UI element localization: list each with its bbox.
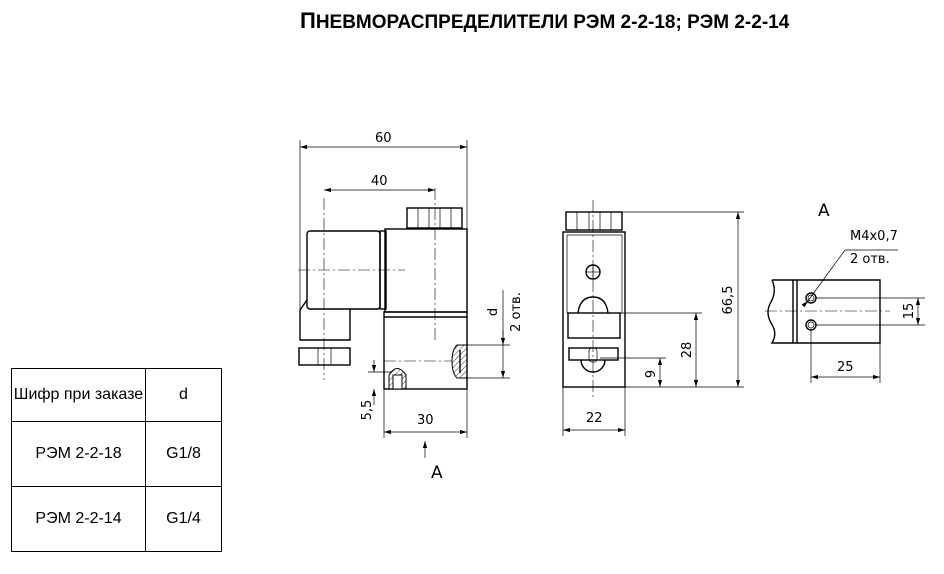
dim-40: 40 [371,174,388,189]
thread-label: M4x0,7 [850,229,898,244]
header-d: d [145,368,222,422]
front-view-dimensions: 66,5 28 9 22 [562,211,744,436]
view-a-label: А [818,201,830,221]
side-view-dimensions: 60 40 d 2 отв. 5,5 30 А [299,131,524,483]
table-header-row: Шифр при заказе d [11,368,222,422]
dim-66-5: 66,5 [721,286,736,315]
dim-60: 60 [375,131,392,146]
order-code-table: Шифр при заказе d РЭМ 2-2-18 G1/8 РЭМ 2-… [11,368,222,552]
header-order-code: Шифр при заказе [11,368,146,422]
view-a: А [765,201,890,344]
dim-28: 28 [680,342,695,359]
dim-22: 22 [586,411,603,426]
table-row: РЭМ 2-2-14 G1/4 [11,486,222,552]
dim-d: d [486,308,501,316]
thread-count-label: 2 отв. [850,252,890,267]
dim-15: 15 [902,303,917,320]
dim-30: 30 [417,413,434,428]
dim-port-count: 2 отв. [509,292,524,332]
dim-25: 25 [837,360,854,375]
cell-model: РЭМ 2-2-18 [11,421,146,487]
view-arrow-label: А [431,463,443,483]
dim-9: 9 [644,370,659,378]
table-row: РЭМ 2-2-18 G1/8 [11,421,222,487]
page-title: Пневмораспределители РЭМ 2-2-18; РЭМ 2-2… [300,8,790,33]
cell-model: РЭМ 2-2-14 [11,486,146,552]
side-view [298,188,468,390]
front-view [562,200,626,398]
view-a-dimensions: M4x0,7 2 отв. 15 25 [801,229,925,383]
cell-d: G1/8 [145,421,222,487]
cell-d: G1/4 [145,486,222,552]
dim-5-5: 5,5 [360,400,375,421]
